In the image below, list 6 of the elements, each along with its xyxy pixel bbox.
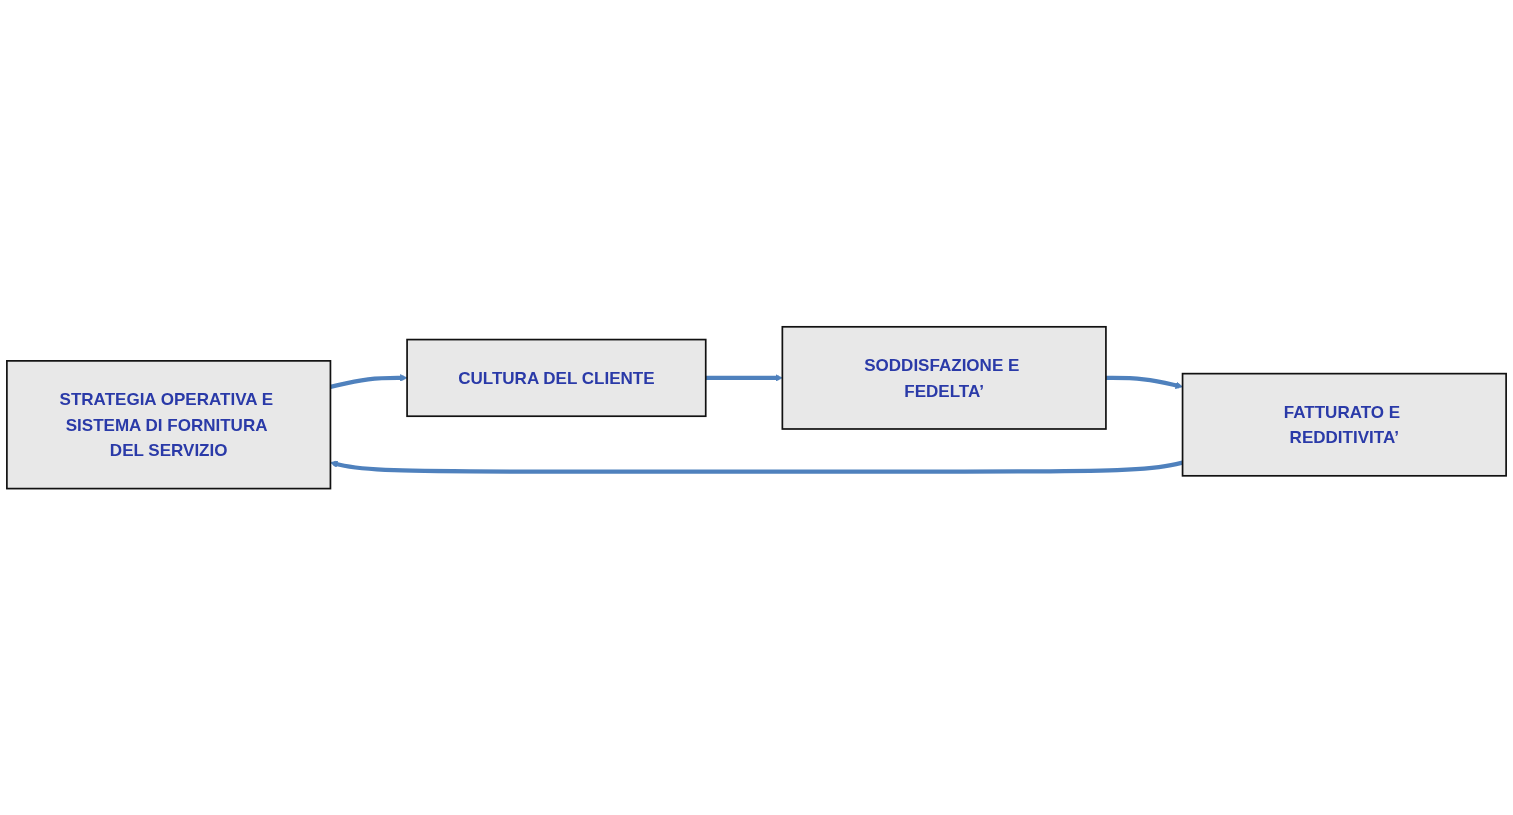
arrow bbox=[705, 373, 783, 382]
node-box: FATTURATO E REDDITIVITA’ bbox=[1181, 372, 1507, 477]
node-box: SODDISFAZIONE E FEDELTA’ bbox=[781, 325, 1107, 430]
arrow bbox=[1105, 375, 1183, 389]
node-box: CULTURA DEL CLIENTE bbox=[406, 338, 707, 417]
node-box: STRATEGIA OPERATIVA E SISTEMA DI FORNITURA DEL SERVIZIO bbox=[6, 359, 332, 490]
